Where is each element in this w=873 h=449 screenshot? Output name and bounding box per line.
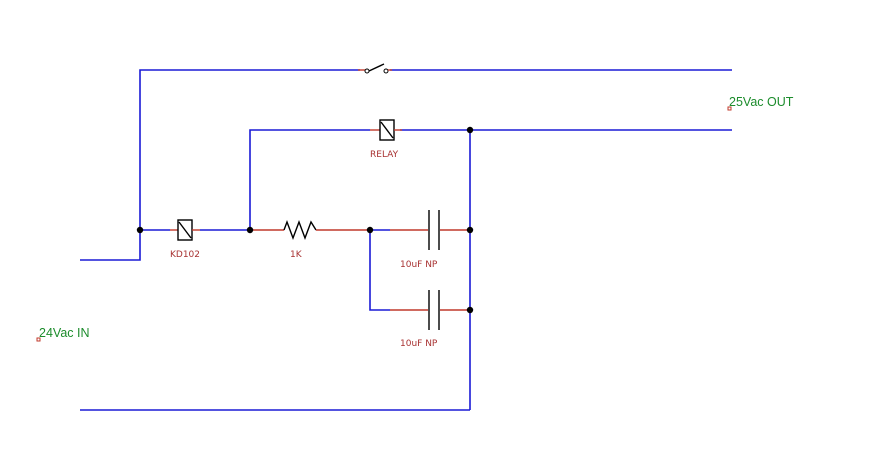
diode-label: KD102 (170, 250, 200, 260)
junction-node (136, 226, 144, 234)
cap2-wire-left (369, 230, 390, 311)
output-net-label: 25Vac OUT (729, 95, 794, 109)
cap2-label: 10uF NP (400, 339, 438, 349)
capacitor-2 (390, 290, 470, 330)
junction-node (466, 226, 474, 234)
resistor (250, 220, 370, 240)
input-wire (80, 229, 170, 261)
diode (170, 219, 200, 241)
cap1-label: 10uF NP (400, 260, 438, 270)
junction-node (246, 226, 254, 234)
relay (370, 119, 402, 141)
out-pin-marker (727, 106, 732, 111)
in-pin-marker (36, 337, 41, 342)
relay-label: RELAY (370, 150, 399, 160)
junction-node (466, 126, 474, 134)
resistor-label: 1K (290, 250, 303, 260)
switch (358, 63, 392, 74)
junction-node (466, 306, 474, 314)
relay-wire-left (249, 129, 370, 230)
top-wire-left (139, 69, 360, 230)
capacitor-1 (390, 210, 470, 250)
input-net-label: 24Vac IN (39, 326, 90, 340)
junction-node (366, 226, 374, 234)
